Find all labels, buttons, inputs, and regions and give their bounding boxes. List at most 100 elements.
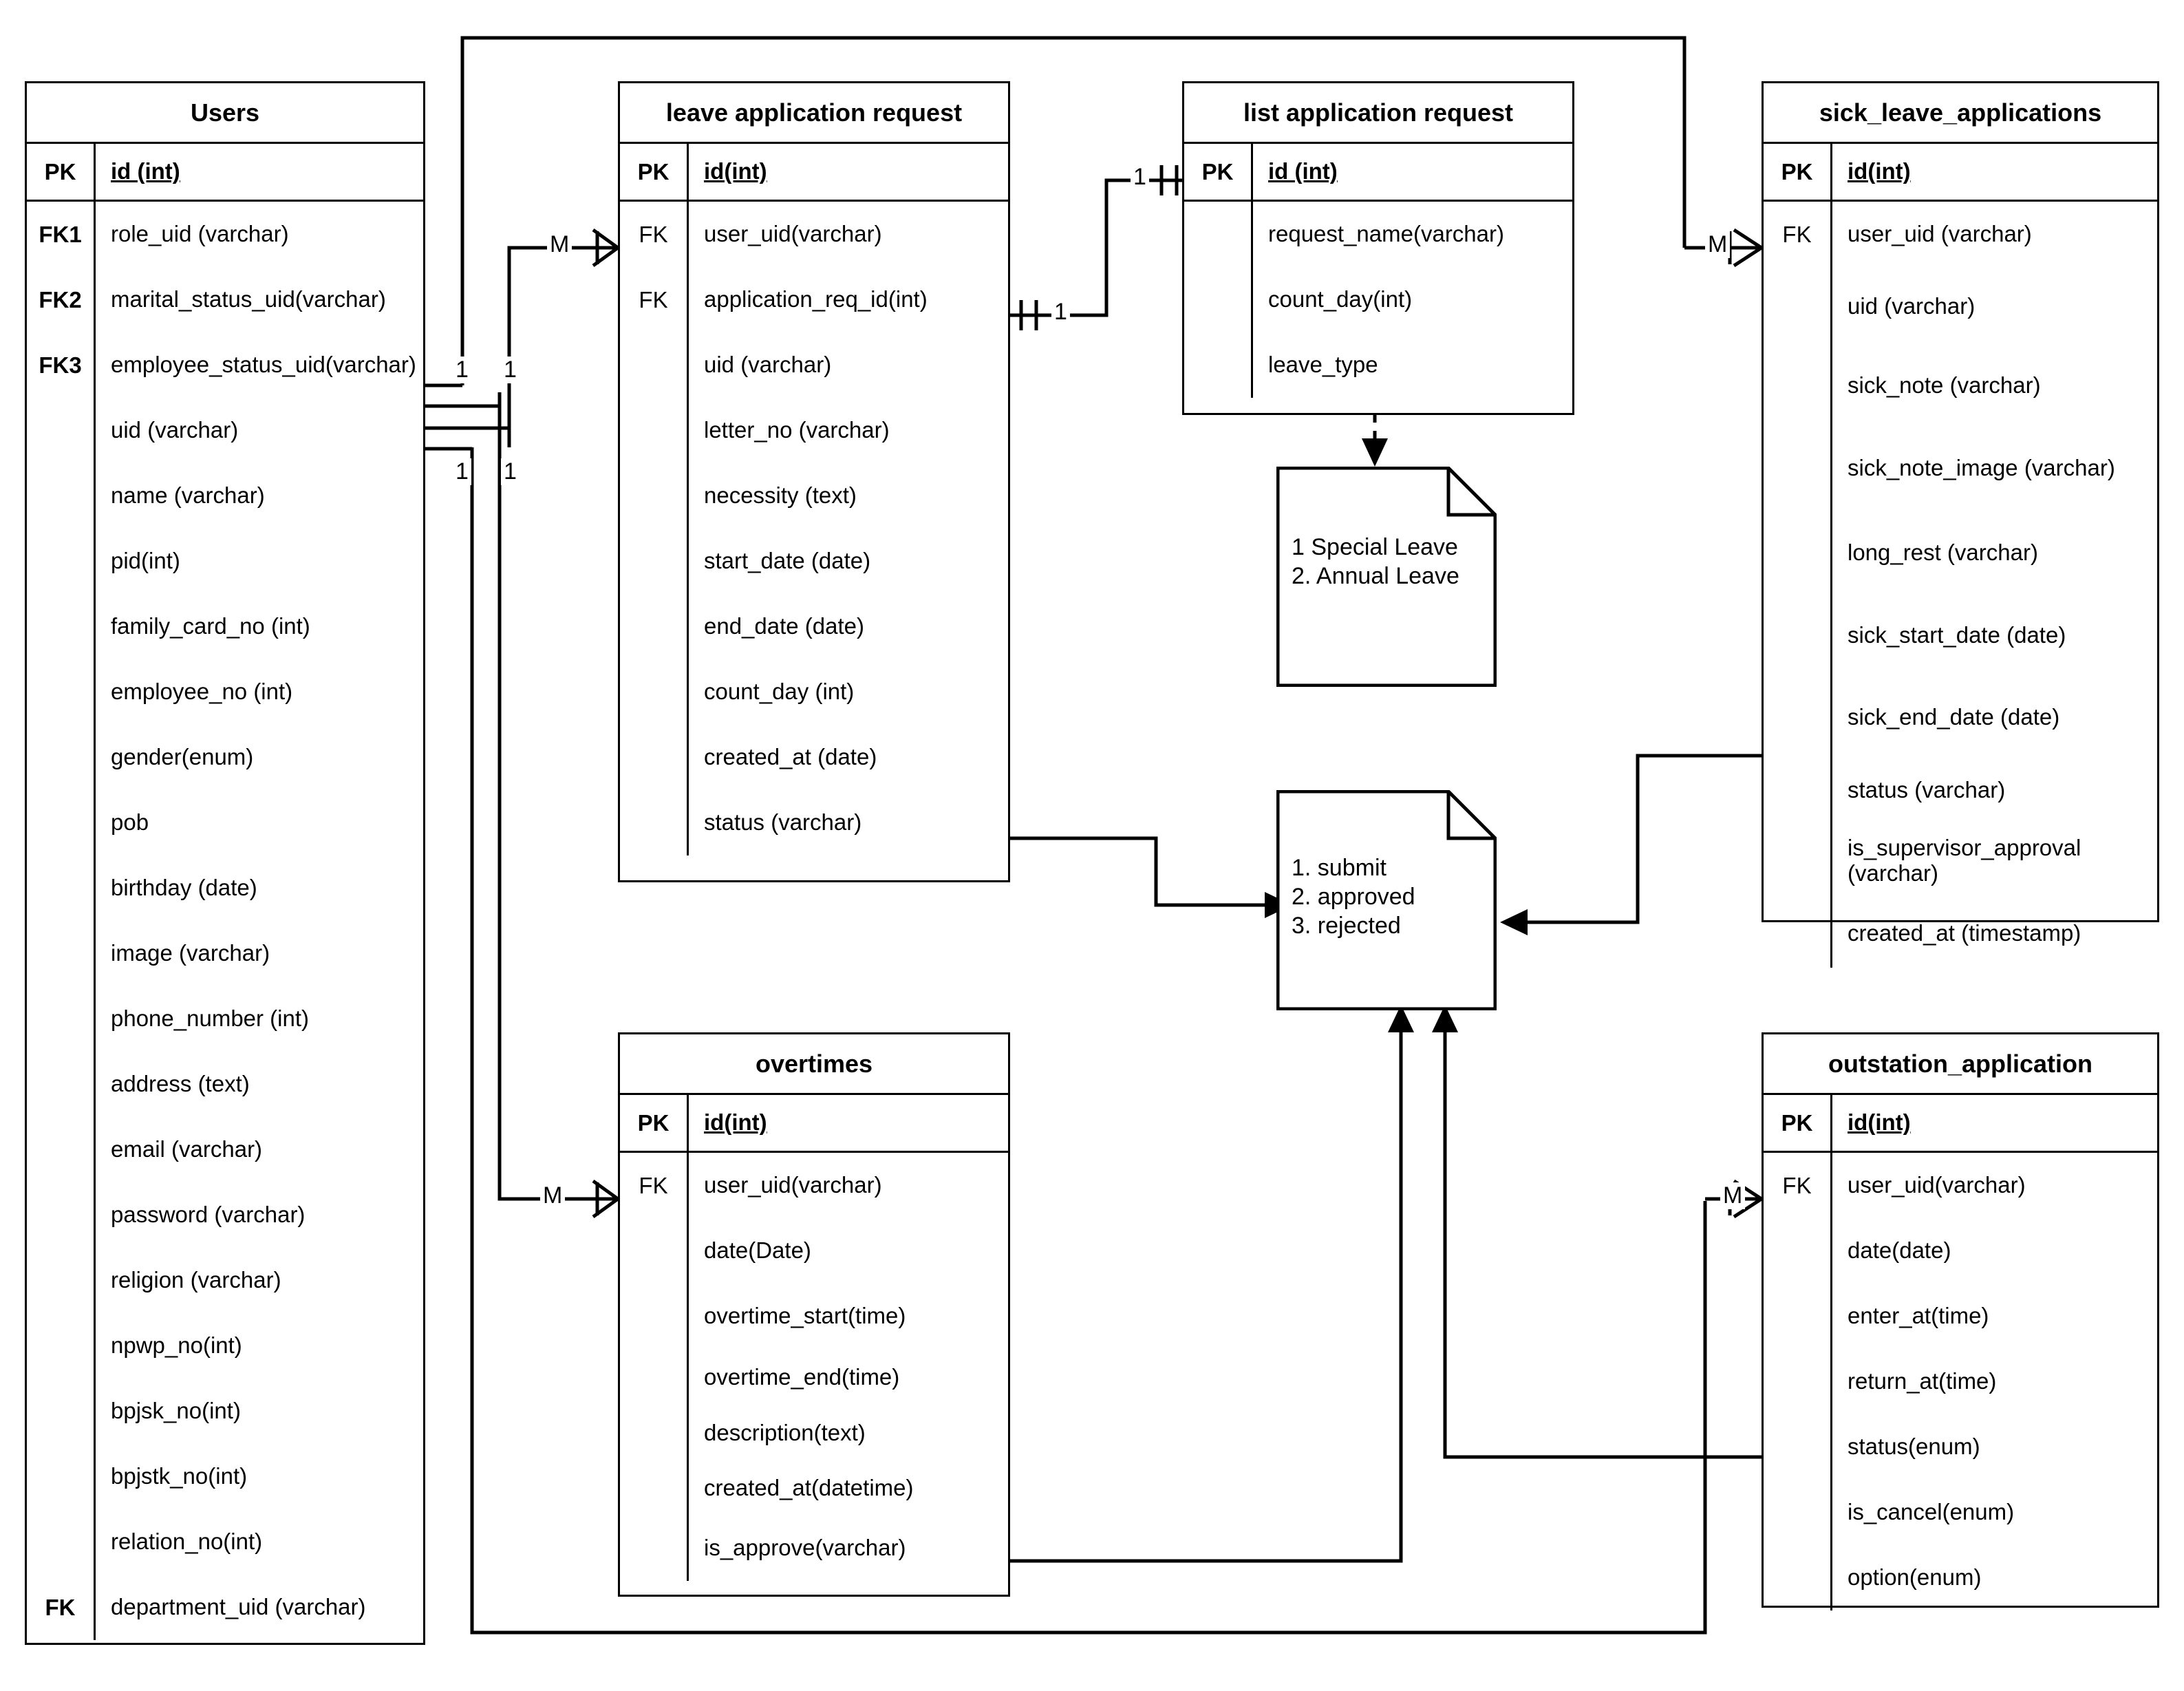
- field-name: sick_end_date (date): [1848, 703, 2060, 730]
- key-flag: FK: [27, 1575, 96, 1640]
- field-name: letter_no (varchar): [704, 417, 890, 443]
- table-row: PK id (int): [27, 144, 423, 202]
- key-flag: FK: [620, 1153, 689, 1218]
- key-flag: [27, 1117, 96, 1182]
- field-name: status(enum): [1848, 1434, 1980, 1460]
- field-name: count_day(int): [1268, 286, 1413, 312]
- table-row: description(text): [620, 1405, 1008, 1460]
- table-row: PK id(int): [1764, 144, 2157, 202]
- table-row: password (varchar): [27, 1182, 423, 1248]
- key-flag: [1764, 425, 1832, 511]
- key-flag: PK: [1764, 1095, 1832, 1151]
- table-row: FK department_uid (varchar): [27, 1575, 423, 1640]
- key-flag: [27, 1379, 96, 1444]
- field-name: religion (varchar): [111, 1267, 281, 1293]
- onebar-list-request: [1159, 165, 1182, 195]
- field-name: pob: [111, 809, 149, 836]
- cardinality-users-one-c: 1: [453, 458, 471, 485]
- key-flag: [1184, 332, 1253, 398]
- note-shape-status: [1276, 789, 1497, 1011]
- table-row: address (text): [27, 1052, 423, 1117]
- field-name: date(date): [1848, 1237, 1951, 1264]
- field-name: user_uid (varchar): [1848, 221, 2032, 247]
- field-name: enter_at(time): [1848, 1303, 1989, 1329]
- field-name: department_uid (varchar): [111, 1594, 366, 1620]
- table-row: relation_no(int): [27, 1509, 423, 1575]
- key-flag: [1764, 594, 1832, 677]
- line-users-to-outstation: [470, 447, 1707, 1635]
- table-row: pid(int): [27, 529, 423, 594]
- key-flag: [1764, 1218, 1832, 1284]
- table-row: FK user_uid(varchar): [620, 202, 1008, 267]
- key-flag: [27, 1248, 96, 1313]
- field-name: request_name(varchar): [1268, 221, 1504, 247]
- field-name: created_at (timestamp): [1848, 919, 2081, 946]
- key-flag: FK2: [27, 267, 96, 332]
- arrowhead-note-bottom-1: [1388, 1005, 1414, 1032]
- key-flag: [1764, 758, 1832, 823]
- entity-sick-leave-applications[interactable]: sick_leave_applications PK id(int) FK us…: [1762, 81, 2159, 968]
- field-name: pid(int): [111, 548, 180, 574]
- field-name: created_at(datetime): [704, 1474, 914, 1500]
- field-name: sick_start_date (date): [1848, 621, 2066, 648]
- key-flag: PK: [620, 1095, 689, 1151]
- entity-leave-application-request[interactable]: leave application request PK id(int) FK …: [618, 81, 1010, 882]
- table-row: pob: [27, 790, 423, 855]
- field-name: uid (varchar): [1848, 293, 1976, 319]
- field-name: return_at(time): [1848, 1368, 1997, 1394]
- table-row: is_cancel(enum): [1764, 1480, 2157, 1545]
- field-name: uid (varchar): [111, 417, 239, 443]
- field-name: is_approve(varchar): [704, 1535, 906, 1561]
- field-name: application_req_id(int): [704, 286, 928, 312]
- key-flag: [27, 1509, 96, 1575]
- entity-rows-users: PK id (int) FK1 role_uid (varchar) FK2 m…: [27, 144, 423, 1640]
- key-flag: [620, 659, 689, 725]
- table-row: sick_note (varchar): [1764, 346, 2157, 425]
- key-flag: [620, 1349, 689, 1405]
- field-name: family_card_no (int): [111, 613, 310, 639]
- entity-outstation-application[interactable]: outstation_application PK id(int) FK use…: [1762, 1032, 2159, 1610]
- note-text-status: 1. submit 2. approved 3. rejected: [1292, 855, 1415, 939]
- field-name: overtime_end(time): [704, 1363, 900, 1390]
- field-name: bpjsk_no(int): [111, 1398, 241, 1424]
- entity-overtimes[interactable]: overtimes PK id(int) FK user_uid(varchar…: [618, 1032, 1010, 1597]
- field-name: image (varchar): [111, 940, 270, 966]
- table-row: necessity (text): [620, 463, 1008, 529]
- table-row: email (varchar): [27, 1117, 423, 1182]
- table-row: created_at (date): [620, 725, 1008, 790]
- entity-list-application-request[interactable]: list application request PK id (int) req…: [1182, 81, 1574, 415]
- key-flag: PK: [1764, 144, 1832, 200]
- cardinality-users-one-b: 1: [501, 357, 520, 383]
- field-name: address (text): [111, 1071, 250, 1097]
- cardinality-users-one-d: 1: [501, 458, 520, 485]
- entity-rows-sick-leave-applications: PK id(int) FK user_uid (varchar) uid (va…: [1764, 144, 2157, 968]
- entity-rows-overtimes: PK id(int) FK user_uid(varchar) date(Dat…: [620, 1095, 1008, 1581]
- field-name: option(enum): [1848, 1564, 1982, 1591]
- table-row: start_date (date): [620, 529, 1008, 594]
- key-flag: [1764, 346, 1832, 425]
- table-row: status (varchar): [620, 790, 1008, 855]
- key-flag: [27, 855, 96, 921]
- key-flag: PK: [620, 144, 689, 200]
- table-row: FK user_uid(varchar): [620, 1153, 1008, 1218]
- entity-title-overtimes: overtimes: [620, 1034, 1008, 1095]
- key-flag: [27, 1313, 96, 1379]
- field-name: overtime_start(time): [704, 1303, 906, 1329]
- key-flag: [27, 1444, 96, 1509]
- key-flag: [27, 790, 96, 855]
- note-text-leave-type: 1 Special Leave 2. Annual Leave: [1292, 534, 1459, 590]
- field-name: user_uid(varchar): [704, 221, 882, 247]
- key-flag: [1764, 1414, 1832, 1480]
- field-name: id(int): [704, 1109, 767, 1136]
- key-flag: [1764, 1480, 1832, 1545]
- field-name: gender(enum): [111, 744, 254, 770]
- key-flag: [1764, 1349, 1832, 1414]
- key-flag: FK: [620, 267, 689, 332]
- table-row: overtime_start(time): [620, 1284, 1008, 1349]
- entity-users[interactable]: Users PK id (int) FK1 role_uid (varchar)…: [25, 81, 425, 1645]
- table-row: FK1 role_uid (varchar): [27, 202, 423, 267]
- key-flag: [27, 1182, 96, 1248]
- table-row: npwp_no(int): [27, 1313, 423, 1379]
- entity-rows-leave-application-request: PK id(int) FK user_uid(varchar) FK appli…: [620, 144, 1008, 855]
